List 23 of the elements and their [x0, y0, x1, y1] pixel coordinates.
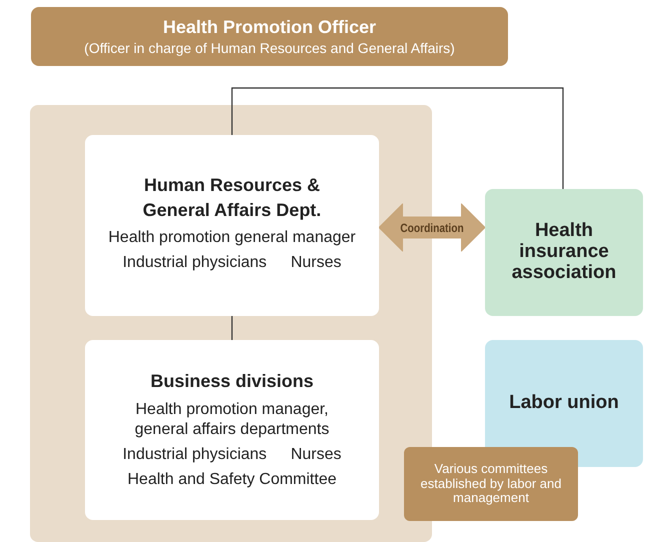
connector-line — [231, 316, 233, 340]
box-text: Health and Safety Committee — [128, 470, 336, 490]
box-heading: Health Promotion Officer — [162, 16, 376, 39]
box-heading: Business divisions — [150, 370, 314, 394]
box-text: Industrial physicians — [122, 445, 267, 466]
org-box — [31, 7, 508, 66]
edge-label: Coordination — [400, 220, 464, 234]
box-text: Labor union — [509, 391, 619, 416]
box-text: Nurses — [290, 445, 342, 466]
org-box — [485, 189, 643, 316]
box-text: Nurses — [290, 252, 342, 273]
box-heading: Human Resources & General Affairs Dept. — [142, 174, 322, 222]
org-box — [85, 135, 379, 316]
org-box — [404, 447, 578, 521]
box-text: Industrial physicians — [122, 252, 267, 273]
box-text: (Officer in charge of Human Resources and General Affairs) — [84, 39, 455, 58]
org-box — [85, 340, 379, 520]
double-arrow — [378, 203, 486, 252]
box-text: Health insurance association — [510, 221, 618, 284]
box-text: Health promotion general manager — [108, 228, 356, 248]
connector-line — [231, 87, 564, 189]
box-text: Various committees established by labor and management — [420, 462, 562, 506]
box-text: Health promotion manager, general affairs departments — [134, 400, 330, 440]
